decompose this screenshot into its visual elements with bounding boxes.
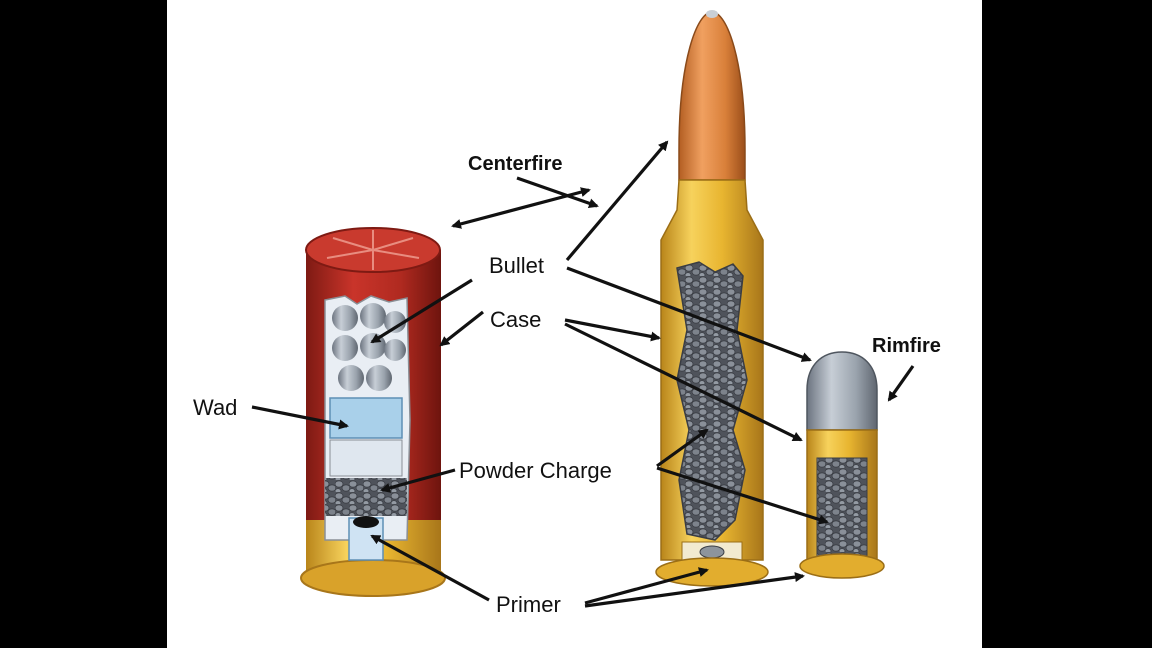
label-bullet: Bullet [489, 253, 544, 278]
rifle-bullet [678, 11, 746, 181]
arrow-bullet-shell [370, 278, 473, 344]
arrow-case-rimfire [564, 322, 803, 442]
label-wad: Wad [193, 395, 237, 420]
crimp-folds [326, 230, 420, 270]
cartridge-diagram: Centerfire Rimfire Bullet Case Wad Powde… [193, 10, 941, 617]
arrow-powder-shell [380, 468, 456, 493]
label-rimfire: Rimfire [872, 335, 941, 357]
rimfire-rim [799, 553, 885, 579]
rifle-primer [699, 545, 725, 559]
label-powder-charge: Powder Charge [459, 458, 612, 483]
arrow-primer-shell [370, 534, 490, 602]
arrow-bullet-rimfire [566, 266, 812, 362]
arrow-bullet-rifle [565, 140, 669, 262]
callout-arrows [251, 140, 915, 608]
label-primer: Primer [496, 592, 561, 617]
centerfire-cartridge [655, 10, 769, 587]
arrow-case-shell [439, 310, 484, 347]
rimfire-cartridge [799, 351, 885, 579]
label-case: Case [490, 307, 541, 332]
diagram-stage: Centerfire Rimfire Bullet Case Wad Powde… [167, 0, 982, 648]
arrow-wad [251, 405, 349, 430]
rifle-powder [676, 261, 748, 541]
shotgun-shell [300, 227, 446, 597]
shot-pellets [332, 303, 406, 391]
wad-base [329, 439, 403, 477]
arrow-primer-rifle [584, 567, 709, 605]
wad [329, 397, 403, 439]
rifle-rim [655, 557, 769, 587]
arrow-primer-rimfire [584, 572, 805, 608]
arrow-powder-rimfire [656, 466, 829, 525]
arrow-rimfire [887, 365, 915, 402]
arrow-case-rifle [564, 318, 661, 342]
rimfire-powder [816, 457, 868, 559]
label-centerfire: Centerfire [468, 153, 562, 175]
arrow-powder-rifle [656, 428, 709, 468]
rimfire-bullet [806, 351, 878, 431]
shell-primer [353, 516, 379, 528]
shell-powder [325, 478, 407, 516]
arrow-centerfire-right [516, 176, 599, 209]
bullet-tip [706, 10, 718, 18]
